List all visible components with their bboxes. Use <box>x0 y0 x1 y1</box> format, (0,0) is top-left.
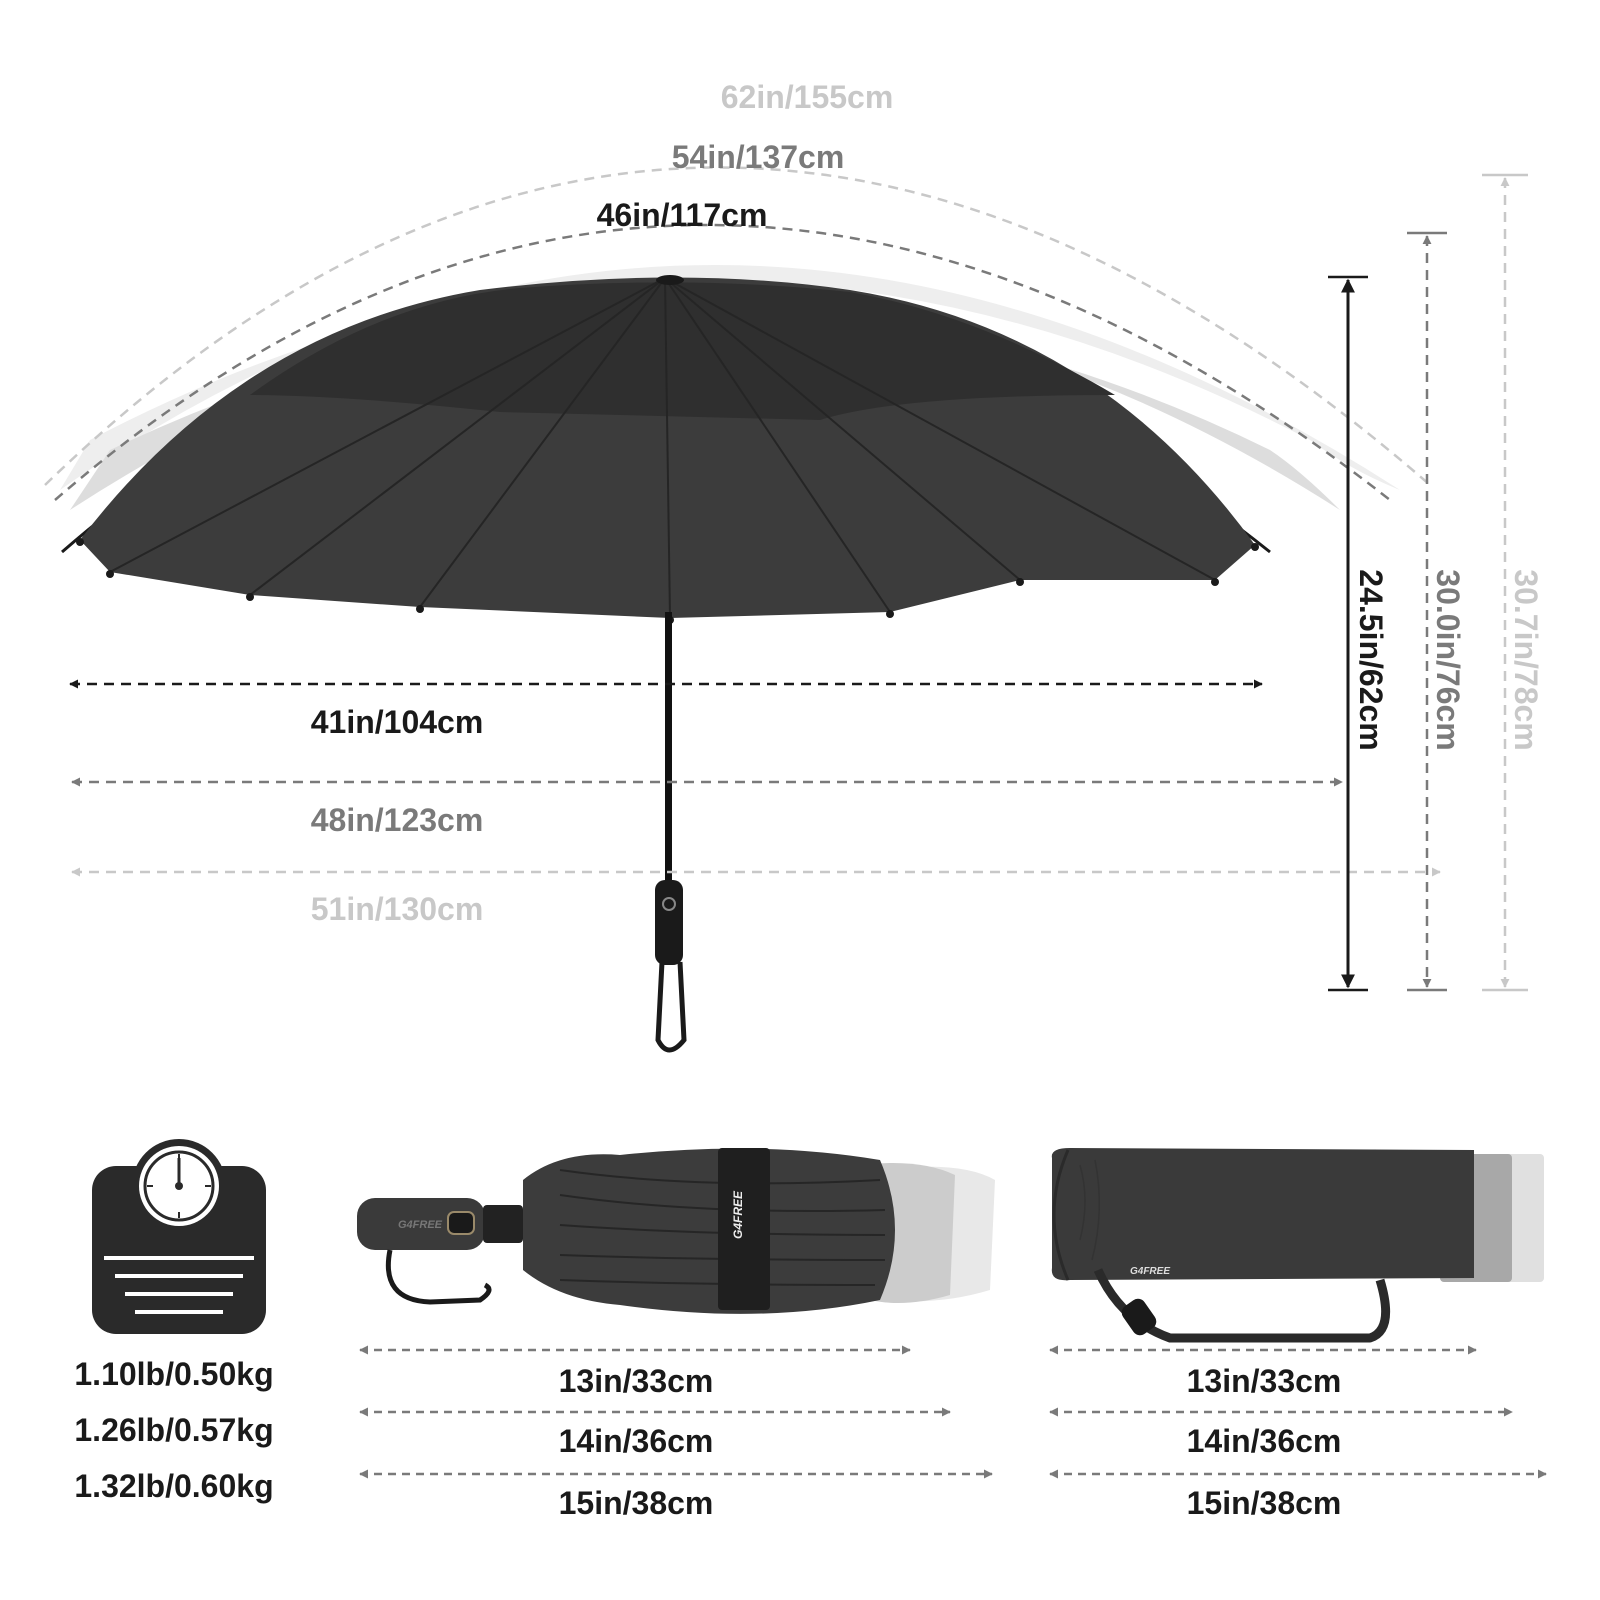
span-large-label: 51in/130cm <box>311 891 484 927</box>
folded-canopy-body <box>523 1148 895 1314</box>
height-large-label: 30.7in/78cm <box>1508 569 1544 750</box>
umbrella-top-cap <box>656 275 684 285</box>
height-medium-label: 30.0in/76cm <box>1430 569 1466 750</box>
height-line-medium <box>1407 231 1447 992</box>
folded-handle <box>357 1198 485 1250</box>
weight-value-1: 1.10lb/0.50kg <box>74 1356 273 1392</box>
folded-length-small-label: 13in/33cm <box>559 1363 714 1399</box>
weight-value-2: 1.26lb/0.57kg <box>74 1412 273 1448</box>
sleeve-length-large-label: 15in/38cm <box>1187 1485 1342 1521</box>
sleeve-body <box>1051 1148 1474 1281</box>
handle-button-icon <box>662 897 676 911</box>
umbrella-sleeve: G4FREE <box>1051 1148 1544 1343</box>
arc-length-large: 62in/155cm <box>721 79 894 115</box>
sleeve-length-medium-label: 14in/36cm <box>1187 1423 1342 1459</box>
canopy-ribs <box>109 277 1216 619</box>
umbrella-handle <box>655 880 683 965</box>
folded-handle-brand: G4FREE <box>398 1219 443 1231</box>
folded-band-brand: G4FREE <box>731 1190 745 1239</box>
weight-value-3: 1.32lb/0.60kg <box>74 1468 273 1504</box>
sleeve-brand: G4FREE <box>1130 1266 1170 1277</box>
arc-line-medium <box>54 223 1391 501</box>
folded-collar <box>483 1205 523 1243</box>
umbrella-shaft <box>665 612 672 887</box>
rib-tips <box>76 538 1259 624</box>
height-small-label: 24.5in/62cm <box>1353 569 1389 750</box>
open-umbrella <box>60 265 1400 1053</box>
arc-line-large <box>44 166 1431 486</box>
sleeve-wrinkles <box>1079 1159 1101 1261</box>
folded-wrist-strap <box>385 1249 492 1305</box>
folded-length-medium-label: 14in/36cm <box>559 1423 714 1459</box>
sleeve-shoulder-strap <box>1093 1268 1391 1343</box>
height-line-large <box>1482 173 1528 992</box>
wrist-strap <box>655 961 687 1053</box>
span-medium-label: 48in/123cm <box>311 802 484 838</box>
height-line-small <box>1328 275 1368 992</box>
canopy-vent-layer <box>250 282 1115 420</box>
folded-folds <box>559 1169 886 1286</box>
folded-strap-band <box>718 1148 770 1310</box>
scale-icon <box>92 1139 266 1334</box>
arc-length-small: 46in/117cm <box>597 197 768 233</box>
span-small-label: 41in/104cm <box>311 704 484 740</box>
arc-length-medium: 54in/137cm <box>672 139 845 175</box>
sleeve-strap-buckle <box>1121 1298 1157 1336</box>
sleeve-length-small-label: 13in/33cm <box>1187 1363 1342 1399</box>
folded-length-large-label: 15in/38cm <box>559 1485 714 1521</box>
folded-handle-button-icon <box>447 1211 475 1235</box>
sleeve-drawstring-end <box>1052 1149 1070 1281</box>
folded-umbrella: G4FREE G4FREE <box>357 1148 995 1314</box>
